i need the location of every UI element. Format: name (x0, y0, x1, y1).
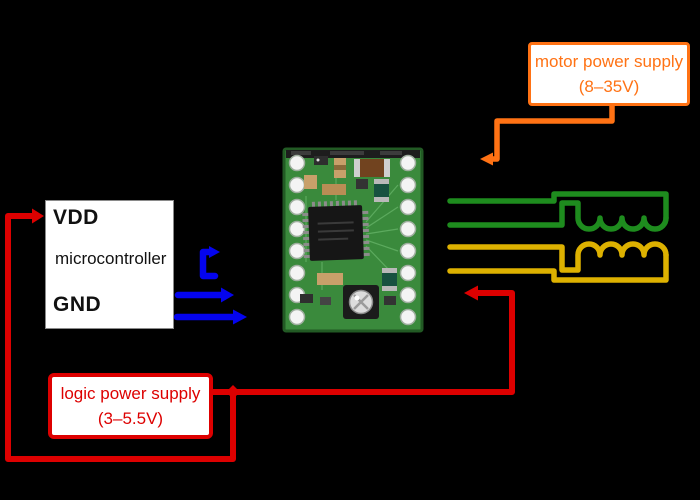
motor-supply-voltage: (8–35V) (578, 77, 640, 96)
logic-power-wire (5, 208, 515, 462)
motor-coil-b (447, 241, 669, 283)
arrow-into-vdd-icon (32, 208, 44, 224)
logic-supply-voltage: (3–5.5V) (97, 409, 164, 428)
logic-supply-label: logic power supply (60, 384, 201, 403)
coil-symbol-icon (447, 200, 669, 232)
vdd-pin-label: VDD (53, 206, 99, 229)
gnd-pin-label: GND (53, 293, 102, 316)
trimpot (343, 285, 379, 319)
motor-power-supply-box: motor power supply (8–35V) (528, 42, 690, 106)
driver-board-photo (282, 147, 424, 333)
coil-symbol-icon (447, 241, 669, 273)
arrow-into-vmot-icon (480, 152, 493, 166)
motor-supply-label: motor power supply (534, 52, 684, 71)
microcontroller-box: VDD microcontroller GND (45, 200, 174, 329)
arrow-into-driver-icon (464, 285, 478, 301)
step-signal-arrow-icon (199, 246, 220, 280)
control-signal-arrows (173, 246, 247, 325)
driver-ic-chip (302, 200, 370, 261)
signal-arrow-icon (174, 287, 234, 303)
wire-junction-dot (226, 385, 240, 399)
smd-components (300, 156, 397, 305)
microcontroller-label: microcontroller (55, 249, 167, 268)
motor-power-wire (480, 103, 615, 166)
motor-coil-a (447, 191, 669, 232)
board-pads-right (399, 154, 417, 326)
signal-arrow-icon (173, 309, 247, 325)
logic-power-supply-box: logic power supply (3–5.5V) (48, 373, 213, 439)
